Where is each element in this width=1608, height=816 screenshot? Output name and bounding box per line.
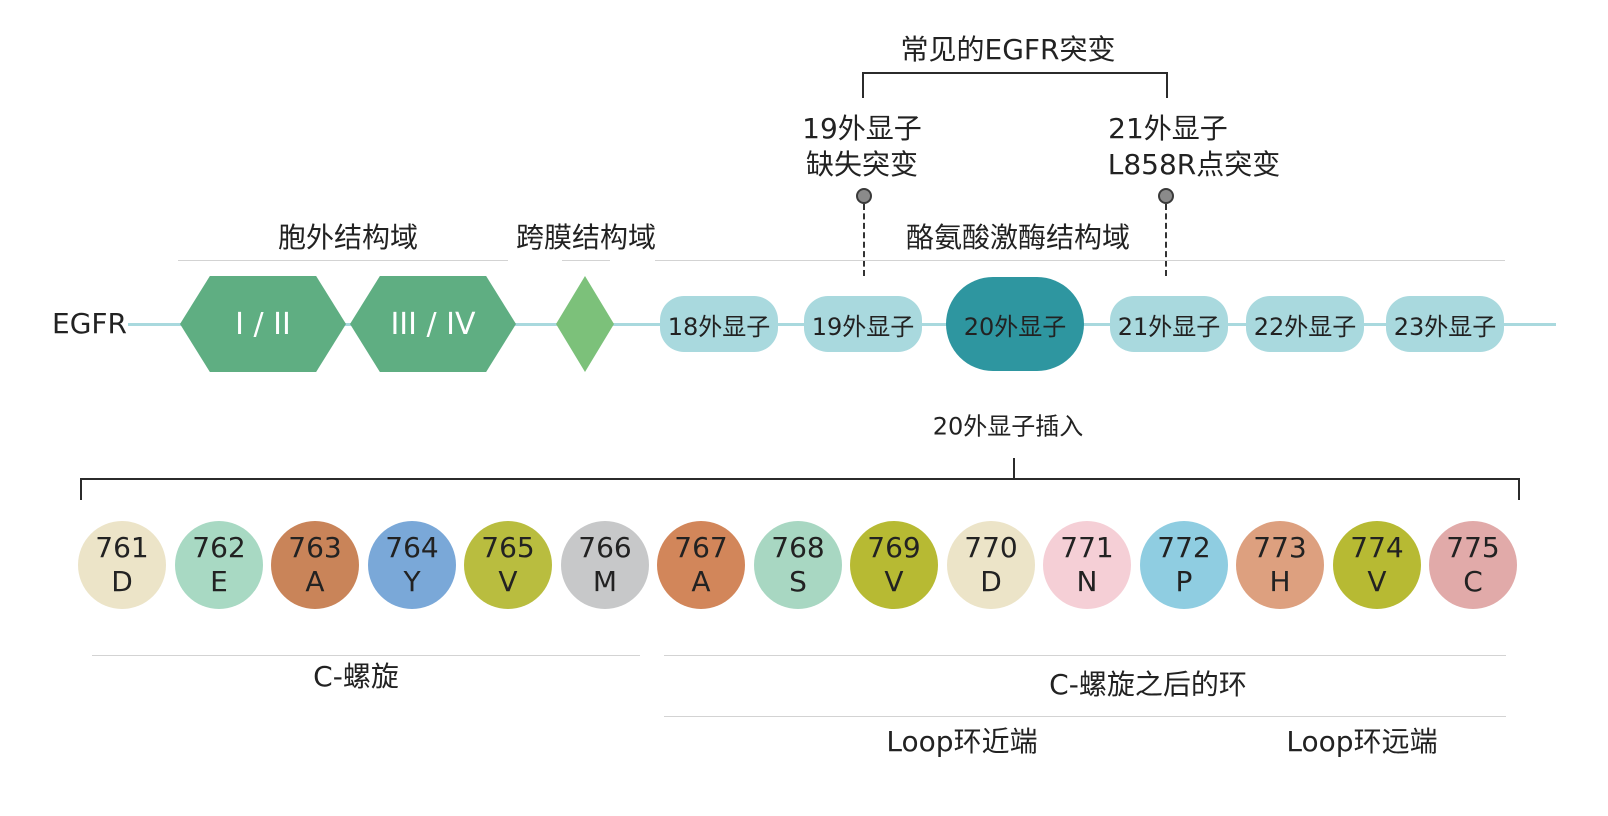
exon-22: 22外显子 xyxy=(1246,296,1364,352)
residue-764-aa: Y xyxy=(403,565,421,598)
exon-23-label: 23外显子 xyxy=(1393,312,1497,341)
residue-768-aa: S xyxy=(789,565,807,598)
exon20-insertion-label: 20外显子插入 xyxy=(932,412,1084,441)
residue-766-num: 766 xyxy=(578,531,632,564)
residue-772-num: 772 xyxy=(1157,531,1211,564)
exon-20: 20外显子 xyxy=(946,277,1084,371)
transmembrane-diamond xyxy=(556,276,614,372)
exon21-dashed-line xyxy=(1165,204,1167,276)
common-bracket-right xyxy=(1166,72,1168,98)
common-bracket-top xyxy=(862,72,1168,74)
residue-770-aa: D xyxy=(980,565,1002,598)
residue-774-num: 774 xyxy=(1350,531,1404,564)
exon19-pin xyxy=(856,188,872,204)
residue-775-num: 775 xyxy=(1446,531,1500,564)
residue-761-aa: D xyxy=(111,565,133,598)
extracellular-divider xyxy=(178,260,508,261)
after-chelix-label: C-螺旋之后的环 xyxy=(1049,668,1247,702)
domain-i-ii-label: I / II xyxy=(235,306,291,342)
exon-21: 21外显子 xyxy=(1110,296,1228,352)
residue-763-num: 763 xyxy=(288,531,342,564)
domain-iii-iv: III / IV xyxy=(350,276,516,372)
residue-774-aa: V xyxy=(1367,565,1387,598)
exon-19-label: 19外显子 xyxy=(811,312,915,341)
insertion-bracket-right xyxy=(1518,478,1520,500)
residue-762-aa: E xyxy=(210,565,228,598)
residue-769-aa: V xyxy=(884,565,904,598)
exon-20-label: 20外显子 xyxy=(963,312,1067,341)
transmembrane-divider xyxy=(562,260,610,261)
exon-23: 23外显子 xyxy=(1386,296,1504,352)
insertion-bracket-top xyxy=(80,478,1520,480)
kinase-divider xyxy=(655,260,1505,261)
exon-18-label: 18外显子 xyxy=(667,312,771,341)
residue-767-num: 767 xyxy=(674,531,728,564)
residue-770-num: 770 xyxy=(964,531,1018,564)
exon19-dashed-line xyxy=(863,204,865,276)
exon19-annot-line1: 19外显子 xyxy=(802,112,922,146)
residue-775-aa: C xyxy=(1463,565,1483,598)
chelix-divider xyxy=(92,655,640,656)
residue-766-aa: M xyxy=(592,565,618,598)
residue-762-num: 762 xyxy=(192,531,246,564)
extracellular-domain-label: 胞外结构域 xyxy=(277,221,419,255)
exon21-annot-line2: L858R点突变 xyxy=(1107,148,1281,182)
residue-767-aa: A xyxy=(691,565,711,598)
residue-768-num: 768 xyxy=(771,531,825,564)
loop-near-label: Loop环近端 xyxy=(886,725,1038,759)
insertion-bracket-left xyxy=(80,478,82,500)
common-mutation-title: 常见的EGFR突变 xyxy=(900,33,1116,67)
domain-i-ii: I / II xyxy=(180,276,346,372)
exon-21-label: 21外显子 xyxy=(1117,312,1221,341)
kinase-domain-label: 酪氨酸激酶结构域 xyxy=(905,221,1131,255)
residue-765-aa: V xyxy=(498,565,518,598)
domain-iii-iv-label: III / IV xyxy=(390,306,476,342)
residue-771-num: 771 xyxy=(1060,531,1114,564)
residue-773-num: 773 xyxy=(1253,531,1307,564)
insertion-bracket-stem xyxy=(1013,458,1015,478)
residue-763-aa: A xyxy=(305,565,325,598)
transmembrane-domain-label: 跨膜结构域 xyxy=(515,221,657,255)
residue-771-aa: N xyxy=(1076,565,1098,598)
residue-761-num: 761 xyxy=(95,531,149,564)
loop-divider xyxy=(664,716,1506,717)
egfr-label: EGFR xyxy=(52,307,127,341)
exon21-annot-line1: 21外显子 xyxy=(1108,112,1228,146)
exon19-annot-line2: 缺失突变 xyxy=(805,148,919,182)
exon21-pin xyxy=(1158,188,1174,204)
residue-764-num: 764 xyxy=(385,531,439,564)
exon-19: 19外显子 xyxy=(804,296,922,352)
exon-18: 18外显子 xyxy=(660,296,778,352)
after-chelix-divider xyxy=(664,655,1506,656)
chelix-label: C-螺旋 xyxy=(313,660,399,694)
residue-769-num: 769 xyxy=(867,531,921,564)
residue-773-aa: H xyxy=(1269,565,1291,598)
residue-765-num: 765 xyxy=(481,531,535,564)
residue-772-aa: P xyxy=(1175,565,1193,598)
loop-far-label: Loop环远端 xyxy=(1286,725,1438,759)
exon-22-label: 22外显子 xyxy=(1253,312,1357,341)
common-bracket-left xyxy=(862,72,864,98)
